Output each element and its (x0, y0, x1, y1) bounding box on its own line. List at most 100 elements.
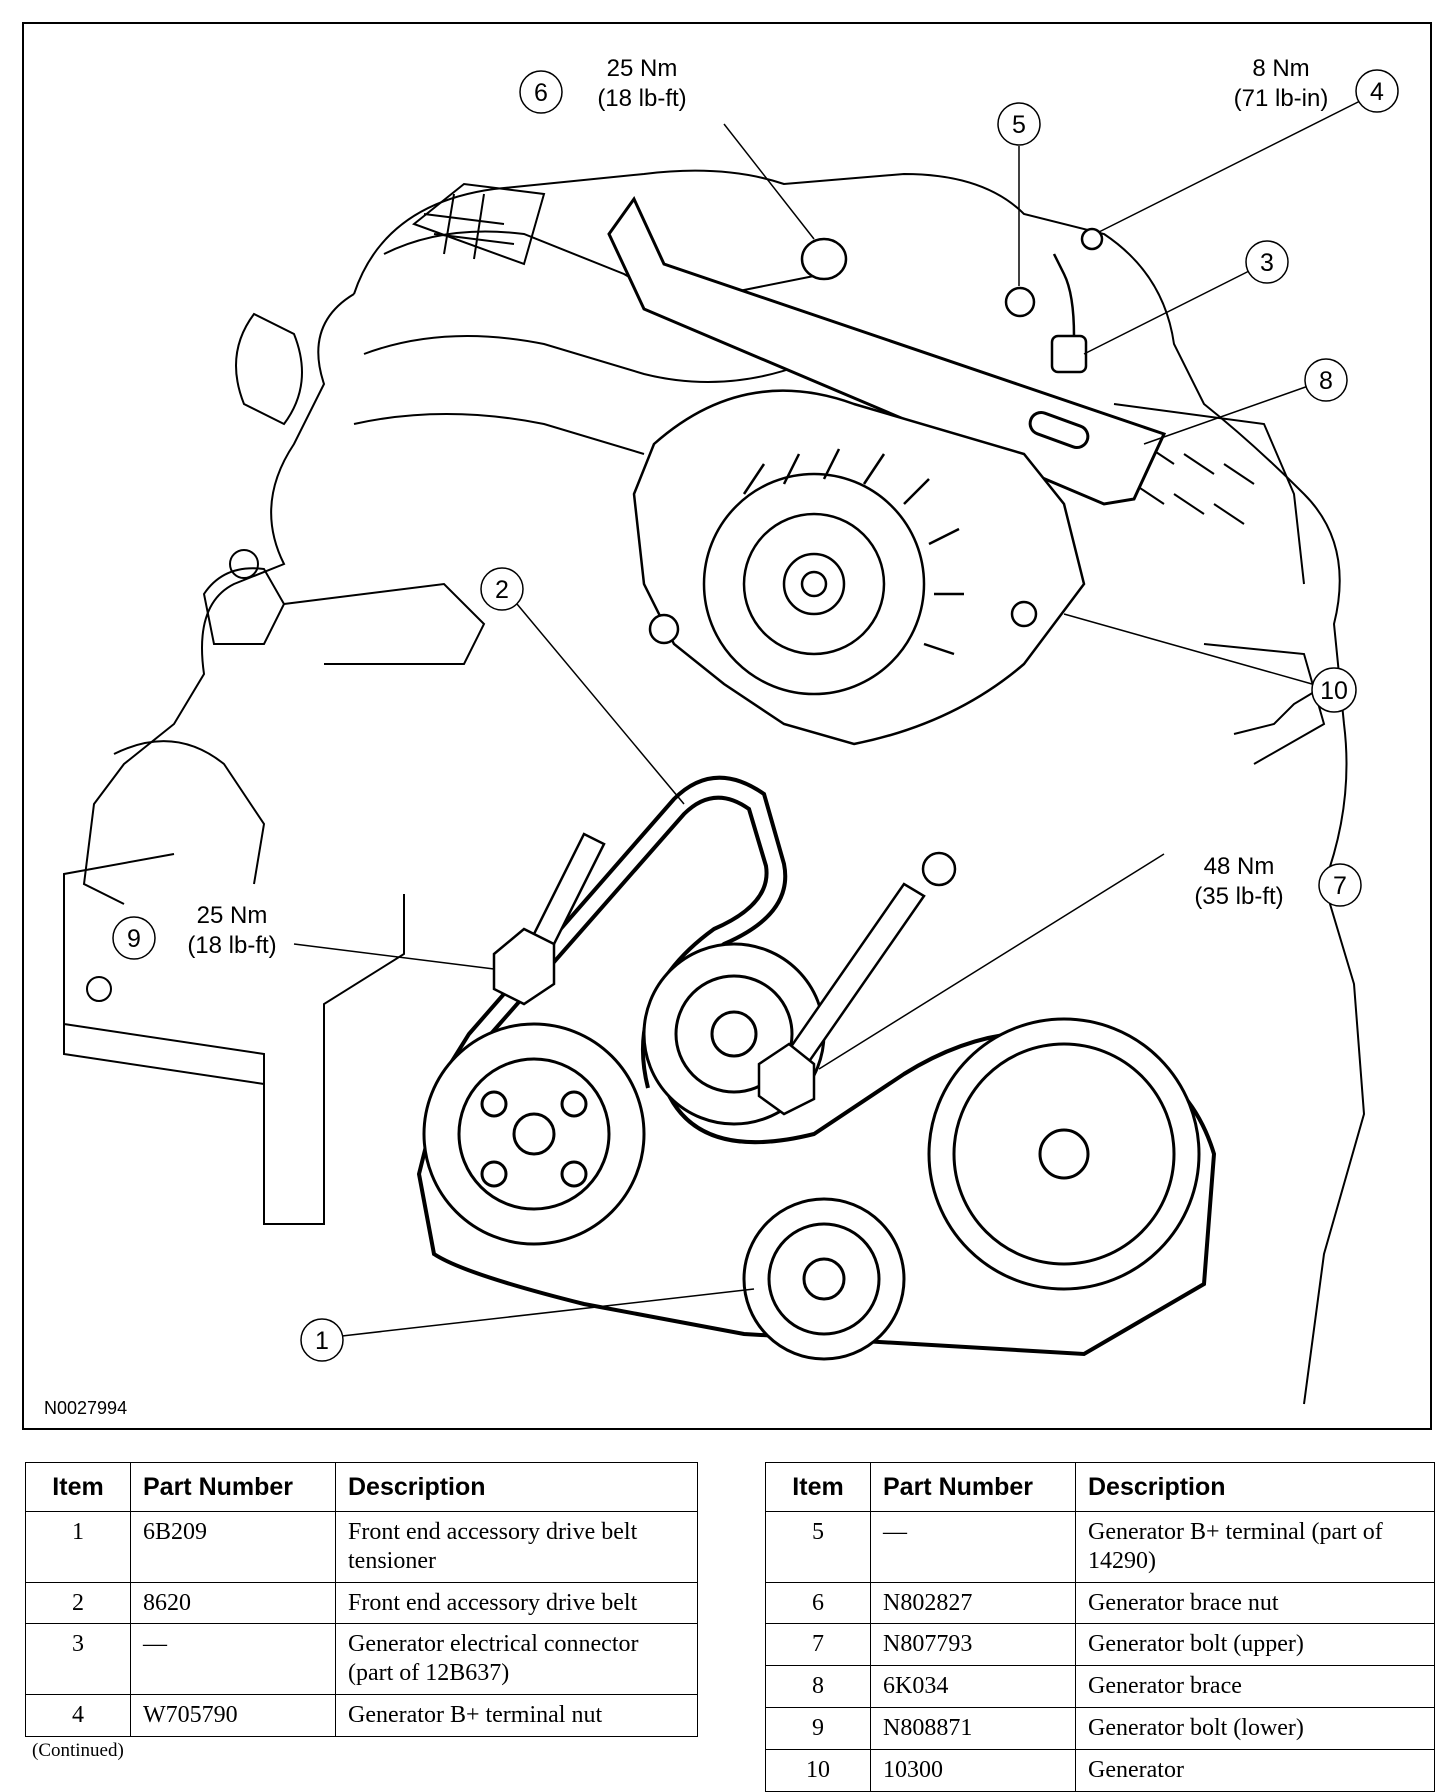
bolt-boss (921, 851, 957, 887)
cell-item: 5 (765, 1511, 871, 1583)
callout-4: 4 8 Nm (71 lb-in) (1234, 55, 1399, 113)
callout-circle (1318, 863, 1362, 907)
cell-item: 2 (25, 1581, 131, 1625)
mount-bolt (229, 549, 259, 579)
leader-lines (293, 93, 1375, 1337)
leader-9 (293, 943, 495, 970)
cell-item: 8 (765, 1665, 871, 1708)
brace-nut-6 (800, 237, 848, 281)
callout-10: 10 (1311, 667, 1357, 713)
callout-circle (997, 102, 1041, 146)
bracket-edge (63, 1024, 265, 1085)
bracket-left (63, 853, 405, 1225)
callout-torque-imperial: (71 lb-in) (1234, 85, 1329, 112)
cell-description: Front end accessory drive belt tensioner (335, 1511, 698, 1583)
cell-item: 4 (25, 1693, 131, 1737)
coil-details (1133, 443, 1255, 525)
callout-torque-nm: 48 Nm (1204, 853, 1275, 880)
engine-outline-left (82, 293, 355, 905)
lower-bolt-head-9 (492, 927, 556, 1006)
engine-illustration: 6 25 Nm (18 lb-ft) 4 8 Nm (71 lb-in) 5 3… (44, 55, 1399, 1418)
cell-description: Generator B+ terminal (part of 14290) (1075, 1511, 1435, 1583)
manifold-runner (353, 413, 645, 455)
stud (86, 976, 112, 1002)
table-row: 9 N808871 Generator bolt (lower) (765, 1706, 1435, 1750)
callout-number: 4 (1370, 78, 1384, 106)
manifold-runner (363, 335, 805, 383)
callout-circle (480, 567, 524, 611)
cell-description: Generator (1075, 1748, 1435, 1792)
pulley-bolt (480, 1090, 508, 1118)
table-row: 4 W705790 Generator B+ terminal nut (25, 1693, 698, 1737)
cell-item: 1 (25, 1511, 131, 1583)
callout-circle (1355, 69, 1399, 113)
cell-item: 9 (765, 1706, 871, 1750)
pulleys (422, 942, 1201, 1361)
cell-part-number: N808871 (870, 1706, 1076, 1750)
hose-right (1203, 643, 1326, 765)
crankshaft-hub (1038, 1128, 1090, 1180)
cell-item: 7 (765, 1623, 871, 1667)
engine-diagram-figure: 6 25 Nm (18 lb-ft) 4 8 Nm (71 lb-in) 5 3… (22, 22, 1432, 1430)
generator-ear-left (648, 613, 680, 645)
header-item: Item (765, 1462, 871, 1512)
table-row: 1 6B209 Front end accessory drive belt t… (25, 1511, 698, 1583)
callout-circle (1304, 358, 1348, 402)
cell-description: Generator brace (1075, 1665, 1435, 1708)
cell-part-number: N807793 (870, 1623, 1076, 1667)
pulley-bolt (560, 1090, 588, 1118)
table-row: 10 10300 Generator (765, 1748, 1435, 1792)
callout-number: 10 (1320, 677, 1348, 705)
leader-3 (1083, 261, 1268, 355)
callout-circle (300, 1318, 344, 1362)
terminal-nut-4 (1080, 227, 1104, 251)
engine-drawing (63, 169, 1366, 1405)
callout-number: 6 (534, 79, 548, 107)
tensioner-hub (802, 1257, 846, 1301)
parts-table-left: Item Part Number Description 1 6B209 Fro… (25, 1462, 698, 1737)
leader-8 (1143, 383, 1315, 445)
table-row: 8 6K034 Generator brace (765, 1665, 1435, 1708)
cell-description: Front end accessory drive belt (335, 1581, 698, 1625)
callout-circle (519, 70, 563, 114)
continued-note: (Continued) (32, 1740, 124, 1761)
connector-wire (1052, 253, 1076, 337)
cell-part-number: 6K034 (870, 1665, 1076, 1708)
cell-description: Generator B+ terminal nut (335, 1693, 698, 1737)
manifold-grid (411, 182, 546, 266)
header-description: Description (1075, 1462, 1435, 1512)
header-part-number: Part Number (130, 1462, 336, 1512)
leader-7 (818, 853, 1165, 1070)
callout-circle (112, 916, 156, 960)
cell-part-number: — (870, 1511, 1076, 1583)
callout-8: 8 (1304, 358, 1348, 402)
table-row: 6 N802827 Generator brace nut (765, 1581, 1435, 1625)
callout-6: 6 25 Nm (18 lb-ft) (519, 55, 687, 114)
callout-5: 5 (997, 102, 1041, 146)
callout-circle (1245, 240, 1289, 284)
generator-bolts (492, 832, 957, 1116)
water-pump-hub (512, 1112, 556, 1156)
callout-1: 1 (300, 1318, 344, 1362)
table-row: 2 8620 Front end accessory drive belt (25, 1581, 698, 1625)
cell-description: Generator bolt (upper) (1075, 1623, 1435, 1667)
electrical-connector-3 (1050, 334, 1088, 374)
cell-description: Generator bolt (lower) (1075, 1706, 1435, 1750)
coil-rail (1113, 403, 1305, 585)
b-plus-terminal-5 (1004, 286, 1036, 318)
manifold-grid-lines (423, 193, 515, 260)
callout-number: 5 (1012, 111, 1026, 139)
mount-arm (283, 582, 486, 665)
generator-ear-right (1010, 600, 1038, 628)
table-header-row: Item Part Number Description (25, 1462, 698, 1512)
table-header-row: Item Part Number Description (765, 1462, 1435, 1512)
table-row: 5 — Generator B+ terminal (part of 14290… (765, 1511, 1435, 1583)
b-plus-terminal (800, 227, 1104, 374)
callout-2: 2 (480, 567, 524, 611)
mount-boss (202, 567, 286, 645)
callout-circle (1311, 667, 1357, 713)
header-part-number: Part Number (870, 1462, 1076, 1512)
cell-part-number: — (130, 1623, 336, 1695)
table-row: 3 — Generator electrical connector (part… (25, 1623, 698, 1695)
figure-id: N0027994 (44, 1398, 127, 1418)
